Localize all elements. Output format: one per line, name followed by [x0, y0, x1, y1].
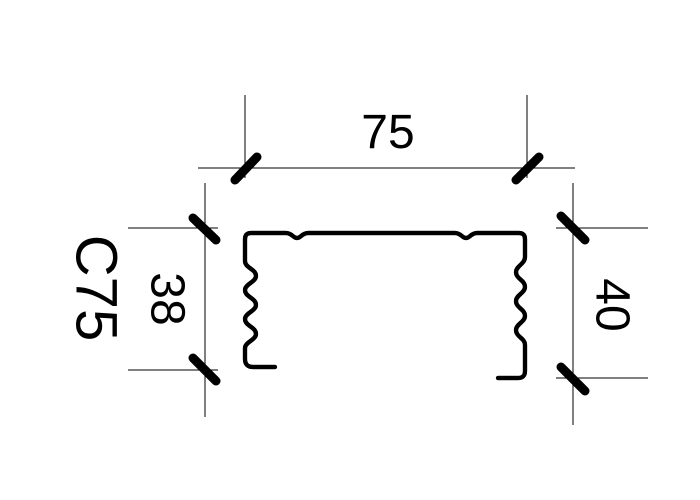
tick-mark-top-left: [230, 152, 262, 185]
c-profile-section: [242, 230, 528, 381]
profile-outline: [242, 230, 528, 381]
profile-name-label: C75: [64, 235, 129, 341]
tick-mark-right-bottom: [556, 362, 590, 396]
left-height-dimension: 38: [128, 183, 221, 417]
tick-mark-top-right: [511, 152, 544, 185]
left-height-label: 38: [141, 272, 194, 325]
tick-mark-left-top: [188, 213, 221, 245]
tick-mark-left-bottom: [188, 353, 221, 386]
tick-mark-right-top: [556, 211, 590, 245]
width-dimension: 75: [198, 95, 575, 185]
profile-inner-line: [245, 233, 525, 378]
right-height-dimension: 40: [556, 183, 648, 425]
width-dimension-label: 75: [361, 106, 414, 159]
right-height-label: 40: [586, 278, 639, 331]
